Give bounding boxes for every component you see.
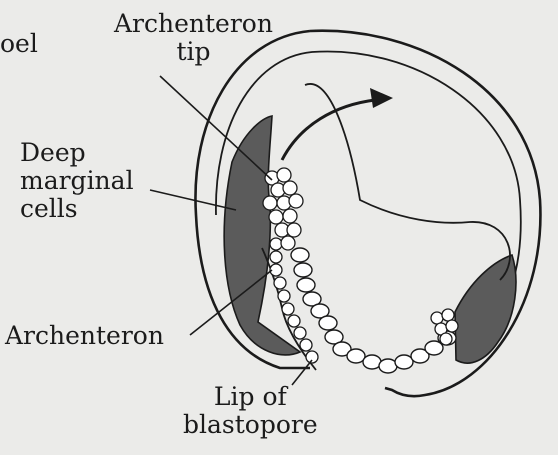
label-lip-line2: blastopore (183, 411, 318, 439)
label-deep-marginal-line1: Deep (20, 139, 134, 167)
migration-arrow (282, 100, 375, 160)
label-archenteron-tip-line1: Archenteron (114, 10, 273, 38)
leader-lip-of-blastopore (292, 360, 312, 385)
label-deep-marginal-line2: marginal (20, 167, 134, 195)
label-lip-line1: Lip of (183, 383, 318, 411)
label-archenteron: Archenteron (5, 322, 164, 350)
blastocoel-floor (305, 84, 510, 280)
migration-arrowhead (370, 88, 393, 108)
label-deep-marginal-cells: Deep marginal cells (20, 139, 134, 223)
embryo-outer-wall (310, 31, 540, 396)
leader-deep-marginal-cells (150, 190, 236, 210)
label-archenteron-tip-line2: tip (114, 38, 273, 66)
label-deep-marginal-line3: cells (20, 195, 134, 223)
label-fragment-oel: oel (0, 30, 38, 58)
label-lip-of-blastopore: Lip of blastopore (183, 383, 318, 439)
label-archenteron-tip: Archenteron tip (114, 10, 273, 66)
